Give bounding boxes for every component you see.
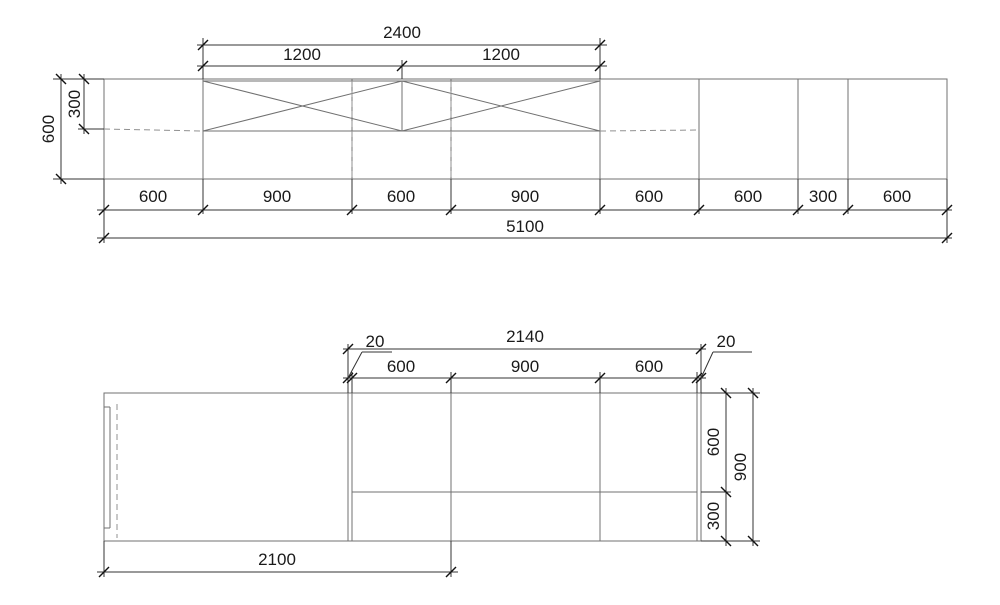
elevation-view: 2400 1200 1200 600 300 xyxy=(39,23,953,244)
plan-view: 2140 20 20 600 900 600 600 300 900 xyxy=(97,327,760,578)
plan-outline xyxy=(103,392,702,542)
plan-end-panel xyxy=(104,404,118,538)
module-dim-label: 600 xyxy=(139,187,167,206)
elevation-upper-dimensions: 2400 1200 1200 xyxy=(197,23,607,79)
plan-module-dim-label: 600 xyxy=(387,357,415,376)
dim-side-900-label: 900 xyxy=(731,453,750,481)
dim-20-right-label: 20 xyxy=(717,332,736,351)
dim-height-600-label: 600 xyxy=(39,115,58,143)
dim-5100-label: 5100 xyxy=(506,217,544,236)
dim-2140-label: 2140 xyxy=(506,327,544,346)
module-dim-label: 600 xyxy=(734,187,762,206)
module-dim-label: 900 xyxy=(511,187,539,206)
plan-side-dimensions: 600 300 900 xyxy=(701,387,760,547)
elevation-height-dimensions: 600 300 xyxy=(39,73,104,185)
dim-20-left-label: 20 xyxy=(366,332,385,351)
plan-module-dim-label: 600 xyxy=(635,357,663,376)
plan-top-dimensions: 2140 20 20 600 900 600 xyxy=(342,327,752,393)
elevation-outline xyxy=(103,78,948,180)
elevation-module-dividers xyxy=(202,79,849,179)
plan-bottom-dimension: 2100 xyxy=(97,541,458,578)
dim-side-300-label: 300 xyxy=(704,502,723,530)
dim-1200-right-label: 1200 xyxy=(482,45,520,64)
dim-2400-label: 2400 xyxy=(383,23,421,42)
module-dim-label: 600 xyxy=(883,187,911,206)
dim-2100-label: 2100 xyxy=(258,550,296,569)
module-dim-label: 600 xyxy=(635,187,663,206)
elevation-module-dimensions: 600 900 600 900 600 600 300 600 xyxy=(97,179,953,216)
elevation-overall-dimension: 5100 xyxy=(97,214,953,244)
module-dim-label: 900 xyxy=(263,187,291,206)
glass-panel-cross-lines xyxy=(202,80,601,132)
module-dim-label: 600 xyxy=(387,187,415,206)
dim-side-600-label: 600 xyxy=(704,428,723,456)
dim-height-300-label: 300 xyxy=(65,90,84,118)
dim-1200-left-label: 1200 xyxy=(283,45,321,64)
hidden-lines xyxy=(103,81,700,179)
module-dim-label: 300 xyxy=(809,187,837,206)
plan-module-dim-label: 900 xyxy=(511,357,539,376)
